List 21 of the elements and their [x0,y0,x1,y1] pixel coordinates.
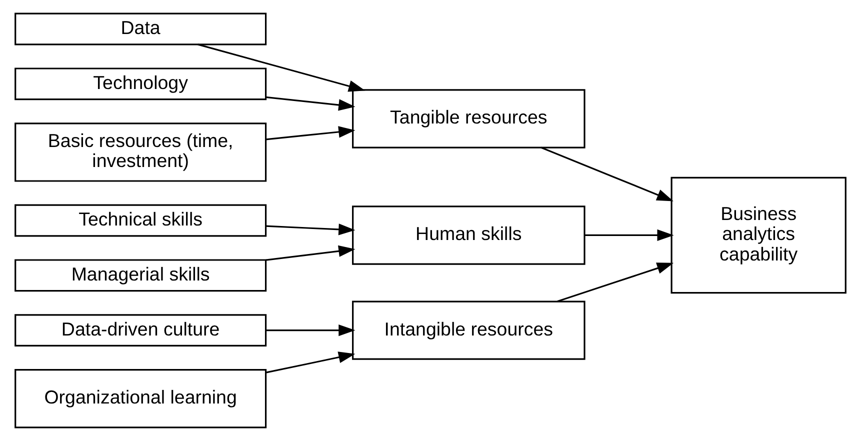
arrow [584,229,674,242]
arrow [266,245,356,261]
arrow [266,352,356,374]
arrow [198,44,366,92]
node-box: Data-driven culture [14,314,267,347]
arrow [557,262,674,302]
node-box: Basic resources (time, investment) [14,122,267,182]
node-box: Managerial skills [14,259,267,292]
node-box: Intangible resources [352,300,586,360]
node-box: Technology [14,68,267,100]
arrow [266,126,356,140]
node-box: Business analytics capability [670,176,846,294]
arrow [266,324,356,336]
node-box: Tangible resources [352,89,586,148]
node-box: Organizational learning [14,369,267,428]
arrow [540,146,674,202]
node-box: Human skills [352,206,586,265]
arrow [266,224,356,236]
arrow [266,96,356,111]
node-box: Technical skills [14,204,267,237]
node-box: Data [14,12,267,46]
